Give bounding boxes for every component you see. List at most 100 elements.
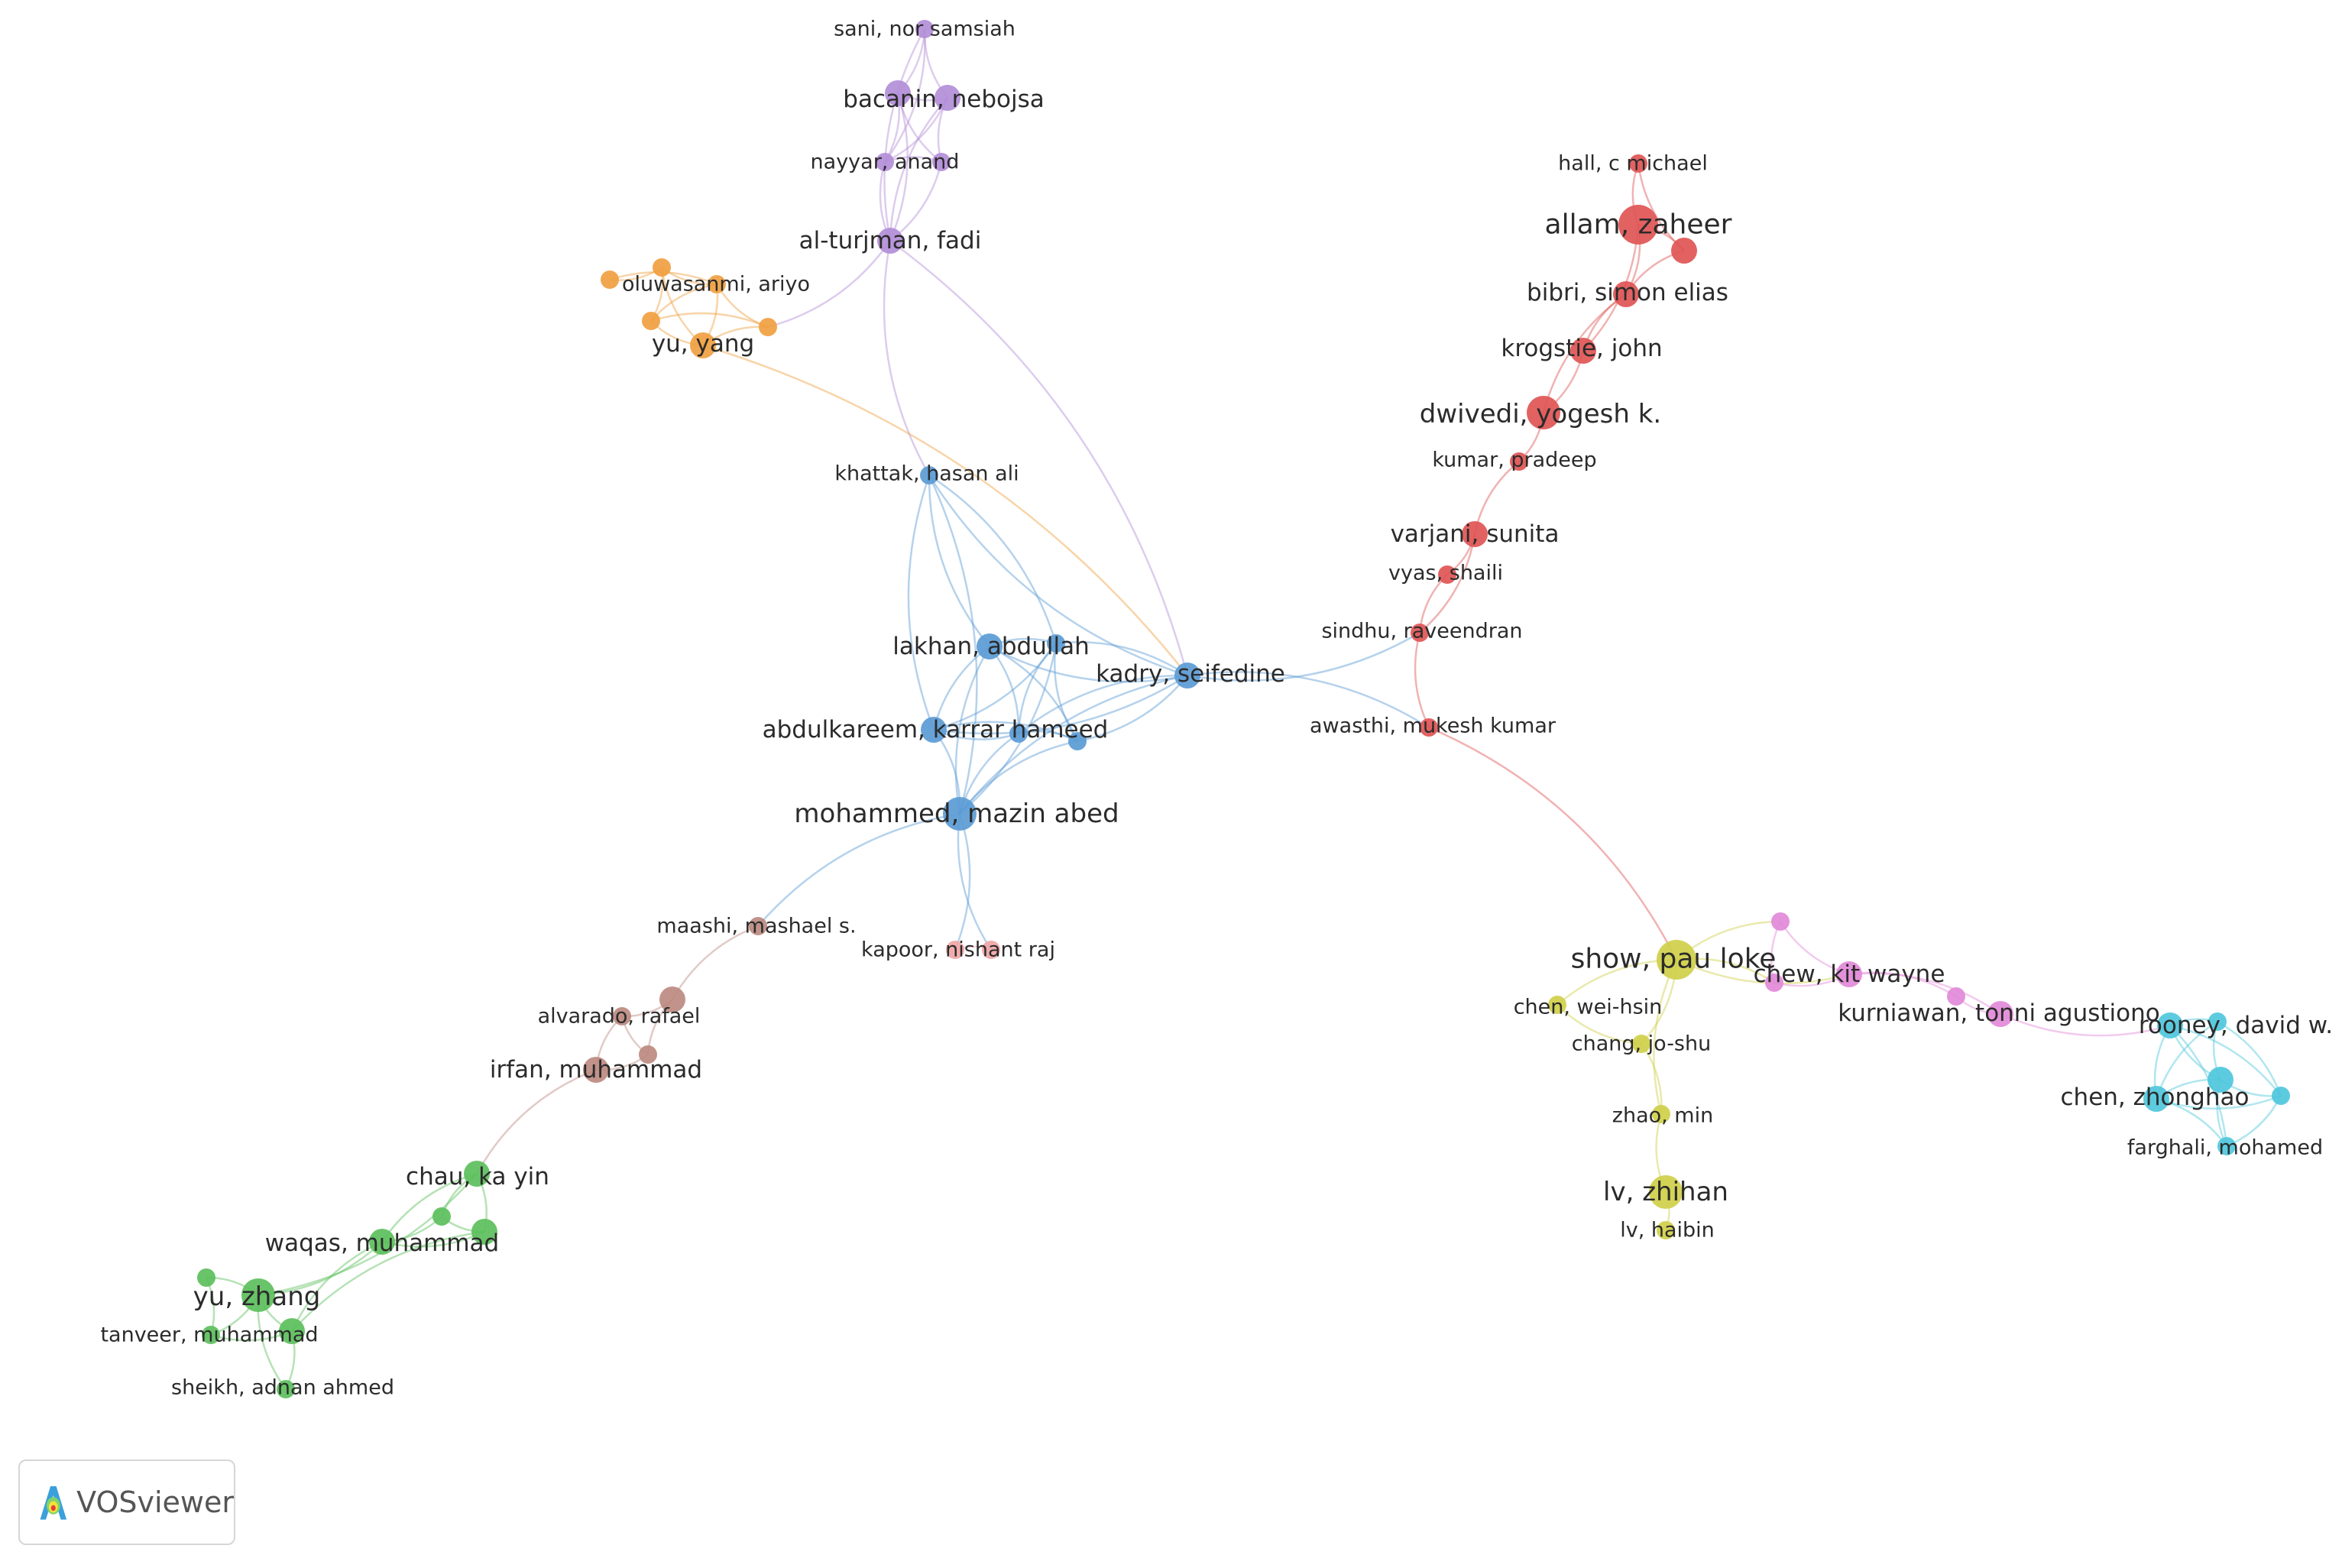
- node-kadry[interactable]: [1174, 663, 1200, 688]
- link-yuyang-kadry: [702, 344, 1188, 676]
- node-lvzhihan[interactable]: [1649, 1175, 1683, 1209]
- link-b1-b2: [1017, 643, 1057, 734]
- node-kumar[interactable]: [1510, 452, 1528, 471]
- node-kurniawan[interactable]: [1987, 1001, 2013, 1027]
- node-sani[interactable]: [915, 20, 934, 38]
- link-mohammed-maashi: [757, 812, 960, 927]
- node-alvarado[interactable]: [613, 1007, 631, 1025]
- node-label-chenzh: chen, zhonghao: [2061, 1084, 2250, 1111]
- node-abdulkareem[interactable]: [921, 717, 947, 743]
- link-irfan-chau: [475, 1068, 597, 1174]
- link-lakhan-mohammed: [954, 646, 991, 815]
- node-o2[interactable]: [653, 258, 671, 277]
- node-o1[interactable]: [601, 271, 619, 289]
- node-label-irfan: irfan, muhammad: [490, 1056, 702, 1084]
- link-alturjman-khattak: [883, 240, 931, 476]
- node-sindhu[interactable]: [1411, 624, 1429, 642]
- node-dwivedi[interactable]: [1527, 396, 1560, 429]
- node-show[interactable]: [1657, 940, 1696, 980]
- link-chew-pk3: [1848, 971, 1957, 998]
- node-o3[interactable]: [642, 312, 660, 330]
- node-g3[interactable]: [432, 1207, 451, 1226]
- node-tanveer[interactable]: [202, 1326, 220, 1344]
- node-krogstie[interactable]: [1570, 338, 1596, 364]
- node-lvhaibin[interactable]: [1657, 1221, 1675, 1239]
- node-g2[interactable]: [471, 1219, 497, 1245]
- node-b3[interactable]: [1068, 732, 1087, 750]
- node-rooney[interactable]: [2157, 1012, 2183, 1038]
- node-chau[interactable]: [464, 1161, 490, 1187]
- link-khattak-kadry: [928, 475, 1188, 677]
- node-bacanin[interactable]: [885, 80, 911, 106]
- link-b1-kadry: [1055, 641, 1188, 677]
- node-chew[interactable]: [1836, 961, 1862, 987]
- node-chang[interactable]: [1632, 1035, 1650, 1053]
- node-br1[interactable]: [659, 986, 685, 1012]
- node-o5[interactable]: [759, 318, 777, 336]
- link-show-zhao: [1653, 959, 1678, 1115]
- node-sa1[interactable]: [982, 941, 1000, 959]
- node-yuyang[interactable]: [690, 332, 716, 358]
- node-pk3[interactable]: [1947, 987, 1965, 1006]
- link-lakhan-kadry: [989, 645, 1188, 683]
- node-g4[interactable]: [279, 1318, 305, 1344]
- link-chau-waqas: [381, 1172, 478, 1242]
- node-b1[interactable]: [1047, 634, 1065, 653]
- link-khattak-mohammed: [928, 475, 978, 815]
- node-g1[interactable]: [197, 1268, 215, 1287]
- link-waqas-g4: [290, 1240, 383, 1332]
- link-kadry-awasthi: [1187, 671, 1430, 729]
- link-waqas-yuzhang: [258, 1241, 383, 1297]
- node-alturjman[interactable]: [877, 228, 903, 254]
- node-awasthi[interactable]: [1420, 718, 1438, 737]
- node-vyas[interactable]: [1438, 565, 1456, 584]
- node-br2[interactable]: [639, 1045, 657, 1064]
- link-alturjman-o5: [767, 240, 892, 329]
- node-mohammed[interactable]: [943, 797, 977, 831]
- node-irfan[interactable]: [583, 1057, 609, 1083]
- node-khattak[interactable]: [920, 466, 938, 484]
- node-c2[interactable]: [2208, 1067, 2233, 1093]
- node-p2[interactable]: [932, 153, 951, 171]
- node-c1[interactable]: [2208, 1012, 2227, 1031]
- node-label-sani: sani, nor samsiah: [834, 18, 1016, 41]
- node-label-zhao: zhao, min: [1612, 1104, 1713, 1128]
- node-c3[interactable]: [2272, 1087, 2290, 1105]
- node-label-chang: chang, jo-shu: [1572, 1032, 1711, 1056]
- link-khattak-abdulkareem: [907, 475, 935, 731]
- node-nayyar[interactable]: [876, 153, 894, 171]
- link-rooney-c3: [2169, 1024, 2282, 1097]
- node-chenwei[interactable]: [1548, 996, 1566, 1014]
- node-bibri[interactable]: [1613, 281, 1639, 307]
- node-lakhan[interactable]: [977, 633, 1003, 659]
- node-r1[interactable]: [1671, 238, 1697, 264]
- node-pk1[interactable]: [1771, 912, 1790, 931]
- node-p1[interactable]: [935, 85, 960, 111]
- node-kapoor[interactable]: [946, 941, 964, 959]
- node-allam[interactable]: [1618, 205, 1658, 245]
- node-waqas[interactable]: [369, 1229, 395, 1255]
- node-yuzhang[interactable]: [241, 1278, 275, 1312]
- node-zhao[interactable]: [1652, 1105, 1670, 1123]
- node-hall[interactable]: [1629, 154, 1647, 173]
- link-maashi-br1: [671, 925, 759, 1000]
- node-oluwasanmi[interactable]: [708, 275, 726, 293]
- link-sani-alturjman: [883, 28, 926, 241]
- node-label-awasthi: awasthi, mukesh kumar: [1310, 714, 1556, 738]
- link-sindhu-awasthi: [1414, 632, 1430, 728]
- link-mohammed-sa1: [957, 813, 993, 951]
- node-label-krogstie: krogstie, john: [1501, 335, 1662, 362]
- node-b2[interactable]: [1009, 724, 1028, 743]
- link-c1-c3: [2217, 1020, 2282, 1097]
- link-sani-nayyar: [883, 28, 926, 163]
- nodes-layer: [197, 20, 2290, 1398]
- node-label-abdulkareem: abdulkareem, karrar hameed: [763, 716, 1109, 744]
- node-maashi[interactable]: [749, 917, 767, 935]
- link-o3-o5: [650, 312, 769, 329]
- node-sheikh[interactable]: [277, 1380, 295, 1398]
- node-pk2[interactable]: [1765, 974, 1783, 992]
- node-chenzh[interactable]: [2143, 1086, 2169, 1112]
- node-farghali[interactable]: [2217, 1137, 2236, 1155]
- node-varjani[interactable]: [1462, 521, 1488, 547]
